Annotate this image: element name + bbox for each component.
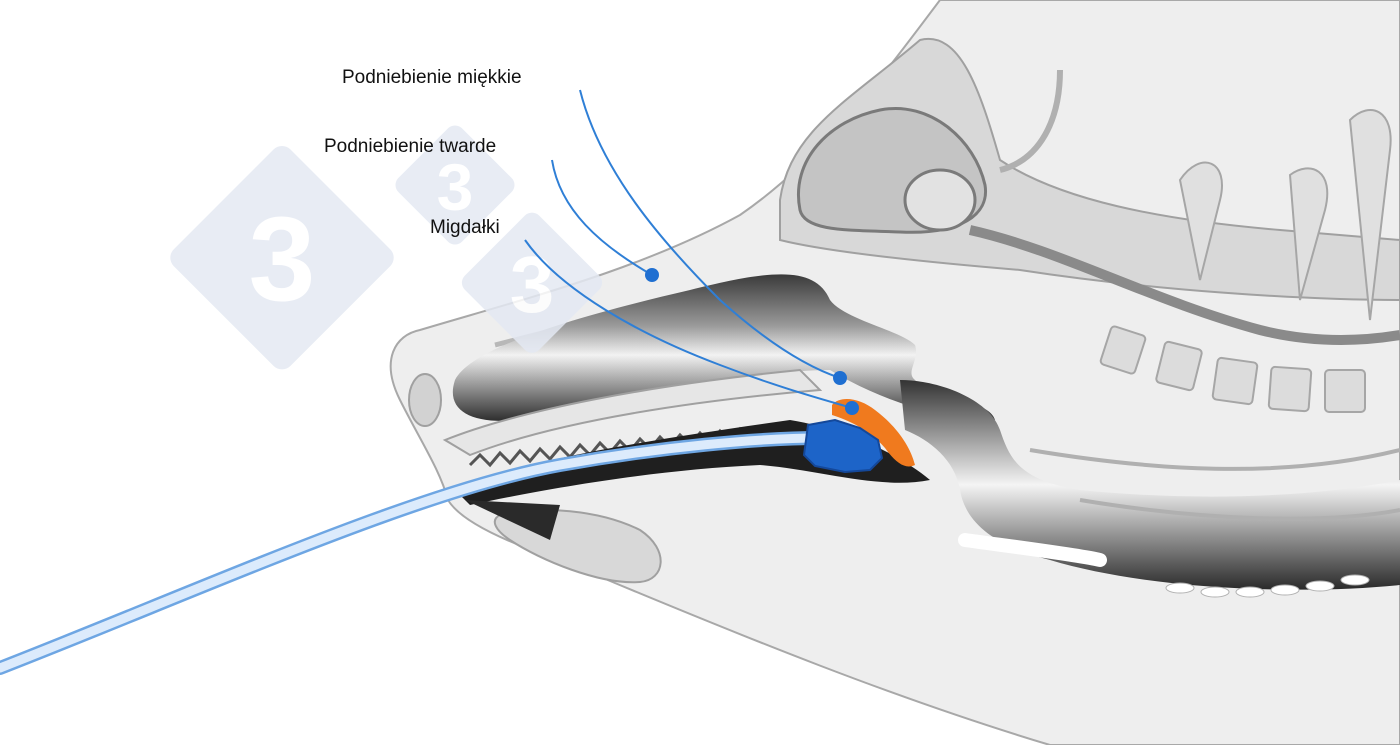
pharynx-esophagus bbox=[900, 380, 1400, 590]
label-tonsils: Migdałki bbox=[430, 217, 500, 238]
leader-soft-palate bbox=[579, 89, 841, 379]
tonsil-highlight bbox=[832, 398, 915, 467]
spinal-cord bbox=[968, 225, 1400, 345]
marker-hard-palate bbox=[645, 268, 659, 282]
nasal-cavity bbox=[452, 274, 996, 421]
swab-head bbox=[802, 418, 884, 474]
annotation-hard-palate: Podniebienie twarde bbox=[324, 136, 659, 282]
leader-tonsils bbox=[524, 239, 853, 409]
skull bbox=[779, 37, 1400, 345]
leader-hard-palate bbox=[551, 159, 653, 276]
trachea bbox=[1029, 448, 1400, 598]
label-hard-palate: Podniebienie twarde bbox=[324, 136, 496, 157]
marker-soft-palate bbox=[833, 371, 847, 385]
annotation-tonsils: Migdałki bbox=[430, 217, 859, 415]
watermark-glyph-small: 3 bbox=[437, 150, 474, 224]
watermark: 3 3 3 bbox=[170, 125, 603, 370]
watermark-glyph-large: 3 bbox=[249, 192, 316, 326]
marker-tonsils bbox=[845, 401, 859, 415]
watermark-glyph-medium: 3 bbox=[510, 240, 555, 329]
cerebellum bbox=[903, 168, 977, 232]
label-soft-palate: Podniebienie miękkie bbox=[342, 67, 522, 88]
vertebrae bbox=[1099, 109, 1392, 413]
swab-tube bbox=[0, 431, 827, 675]
lower-jaw bbox=[465, 500, 1107, 584]
annotation-soft-palate: Podniebienie miękkie bbox=[342, 67, 847, 385]
